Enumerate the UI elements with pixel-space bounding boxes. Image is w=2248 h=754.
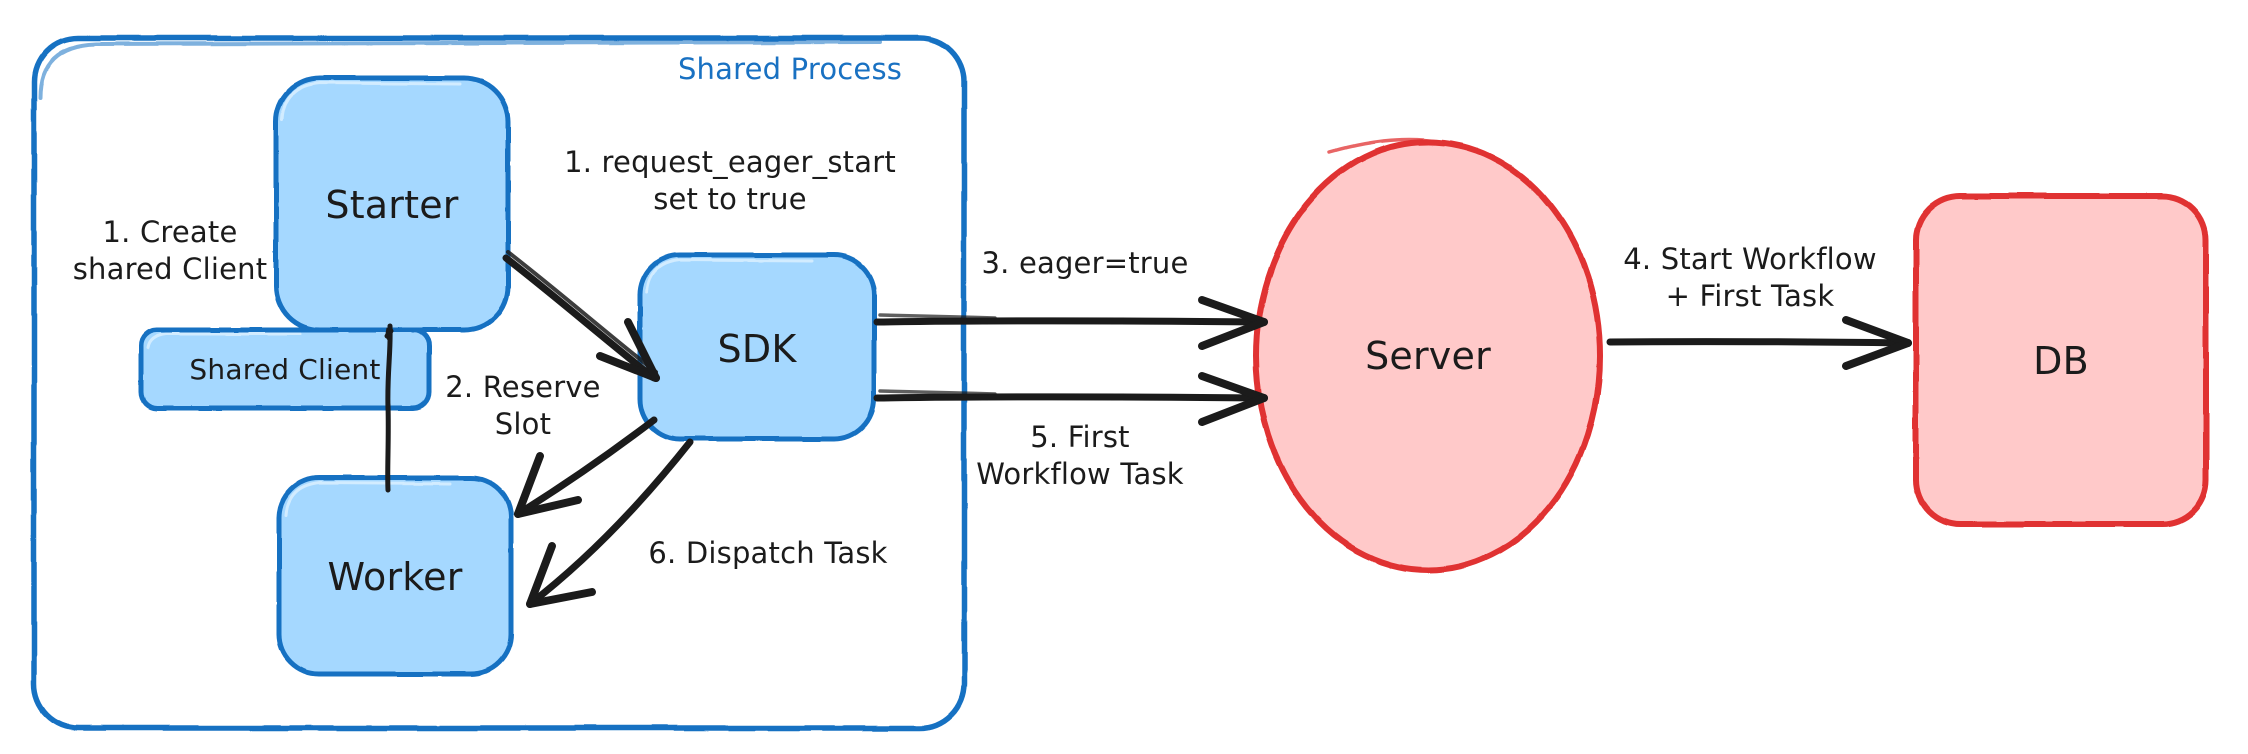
connector-server-to-sdk-firsttask (873, 372, 1268, 426)
edge-label-eager-true: 3. eager=true (981, 246, 1189, 280)
node-server-shape[interactable] (1253, 137, 1603, 573)
edge-label-request-eager-start-line1: 1. request_eager_start (564, 145, 896, 179)
edge-label-create-shared-client-line1: 1. Create (102, 215, 238, 249)
edge-label-dispatch-task: 6. Dispatch Task (648, 536, 888, 570)
shared-process-container (31, 35, 967, 731)
edge-label-reserve-slot-line2: Slot (494, 407, 552, 441)
node-db-shape[interactable] (1913, 193, 2209, 527)
edge-label-create-shared-client-line2: shared Client (72, 252, 268, 286)
edge-label-start-workflow-line1: 4. Start Workflow (1623, 242, 1877, 276)
node-label-sdk: SDK (717, 327, 797, 371)
connector-server-to-db (1606, 316, 1912, 370)
connector-sdk-to-worker-dispatch (526, 438, 694, 608)
node-worker-shape[interactable] (276, 475, 514, 677)
node-label-starter: Starter (325, 183, 459, 227)
connector-sdk-to-worker-reserve (514, 416, 658, 518)
connector-starter-to-sdk (502, 250, 660, 382)
connector-starter-sharedclient-worker (384, 323, 394, 493)
edge-label-start-workflow-line2: + First Task (1665, 279, 1835, 313)
node-label-shared-client: Shared Client (189, 353, 381, 386)
edge-label-first-workflow-task-line2: Workflow Task (976, 457, 1184, 491)
node-shared-client-shape[interactable] (138, 327, 432, 411)
edge-label-reserve-slot-line1: 2. Reserve (445, 370, 601, 404)
edge-label-first-workflow-task-line1: 5. First (1030, 420, 1130, 454)
node-label-worker: Worker (327, 555, 463, 599)
node-label-server: Server (1365, 334, 1491, 378)
node-label-db: DB (2033, 339, 2089, 383)
shared-process-label: Shared Process (677, 52, 903, 86)
edge-label-request-eager-start-line2: set to true (653, 182, 807, 216)
connector-sdk-to-server-eager (873, 296, 1268, 350)
